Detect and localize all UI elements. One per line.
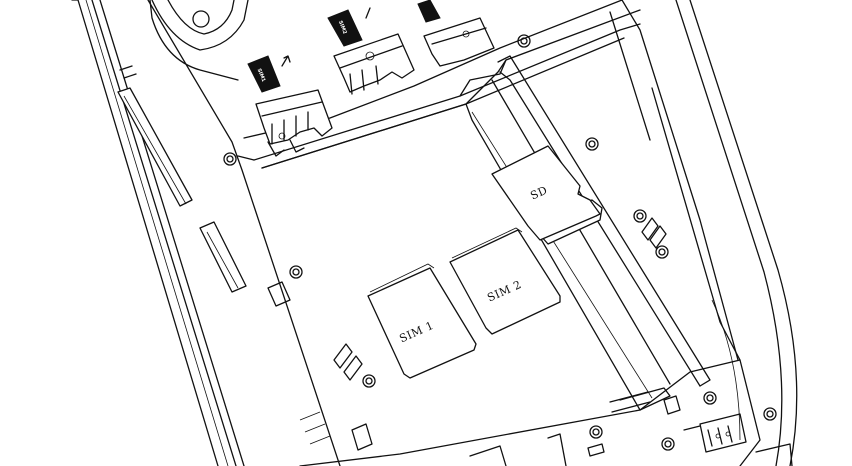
sim2-card: SIM 2 bbox=[449, 227, 561, 335]
battery-compartment bbox=[261, 55, 761, 466]
side-buttons bbox=[117, 65, 373, 451]
camera-module bbox=[151, 0, 249, 51]
sim2-slot-icon: SIM2 bbox=[327, 7, 371, 47]
sim1-card: SIM 1 bbox=[367, 263, 477, 379]
svg-text:SIM1: SIM1 bbox=[256, 68, 267, 84]
sim2-slot-connector: SIM2 bbox=[327, 7, 415, 95]
svg-text:SIM2: SIM2 bbox=[337, 20, 348, 36]
sd-card-label: SD bbox=[528, 184, 549, 203]
grip-marks bbox=[333, 217, 667, 381]
sd-card: SD bbox=[491, 145, 603, 245]
phone-housing bbox=[71, 0, 798, 466]
sim1-slot-icon: SIM1 bbox=[247, 55, 291, 93]
bottom-connector bbox=[469, 391, 793, 466]
screw-holes bbox=[223, 34, 777, 451]
camera-lens-icon bbox=[192, 10, 210, 28]
sd-slot-icon bbox=[417, 0, 441, 23]
sim1-slot-connector: SIM1 bbox=[247, 55, 333, 157]
sd-slot-connector bbox=[417, 0, 495, 67]
